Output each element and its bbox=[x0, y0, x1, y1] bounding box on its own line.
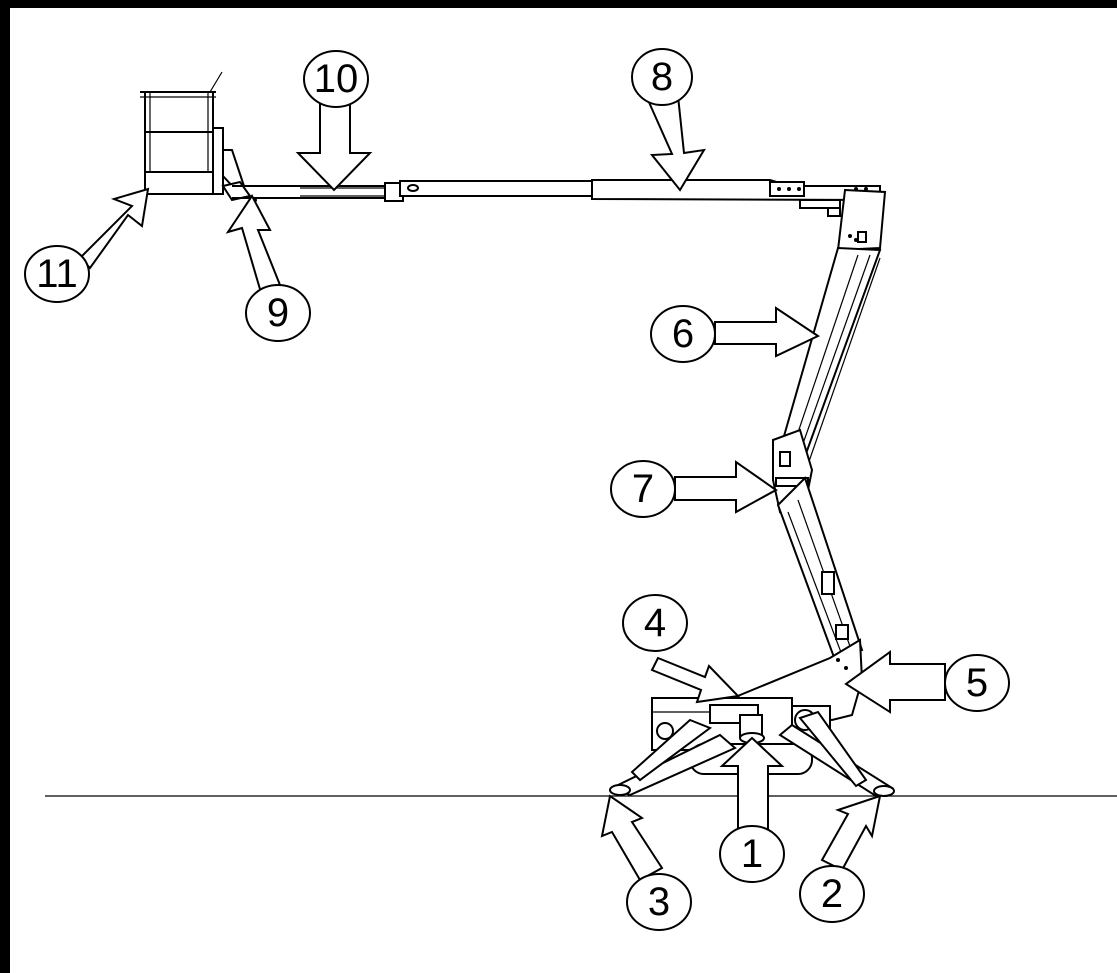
lower-arm bbox=[776, 476, 864, 662]
callout-7: 7 bbox=[610, 460, 676, 518]
callout-9: 9 bbox=[245, 284, 311, 342]
arrow-4 bbox=[650, 656, 741, 704]
outrigger-front-right bbox=[778, 710, 895, 798]
arrow-1 bbox=[719, 736, 785, 831]
callout-6: 6 bbox=[650, 305, 716, 363]
arrow-2 bbox=[820, 794, 882, 872]
arrow-6 bbox=[714, 306, 821, 358]
arrow-8 bbox=[646, 94, 706, 192]
callout-11: 11 bbox=[24, 245, 90, 303]
callout-5: 5 bbox=[944, 654, 1010, 712]
svg-text:6: 6 bbox=[672, 312, 694, 356]
svg-text:7: 7 bbox=[632, 467, 654, 511]
arrow-5 bbox=[844, 650, 946, 714]
upper-boom bbox=[399, 179, 881, 217]
svg-text:10: 10 bbox=[314, 57, 359, 101]
arrow-11 bbox=[78, 187, 150, 270]
arrow-9 bbox=[225, 194, 284, 298]
arrow-10 bbox=[295, 99, 373, 192]
svg-text:1: 1 bbox=[741, 832, 763, 876]
lift-machine bbox=[140, 71, 895, 798]
svg-text:2: 2 bbox=[821, 872, 843, 916]
arrow-7 bbox=[674, 460, 778, 514]
callout-2: 2 bbox=[799, 865, 865, 923]
callout-1: 1 bbox=[719, 825, 785, 883]
svg-text:3: 3 bbox=[648, 880, 670, 924]
callout-3: 3 bbox=[626, 873, 692, 931]
callout-10: 10 bbox=[303, 50, 369, 108]
callout-8: 8 bbox=[631, 48, 693, 106]
platform-basket bbox=[140, 71, 224, 195]
callout-circles: 10 8 11 9 6 7 4 5 bbox=[24, 48, 1010, 931]
arrow-3 bbox=[600, 794, 664, 882]
outrigger-rear-left bbox=[609, 718, 737, 797]
svg-text:8: 8 bbox=[651, 55, 673, 99]
callout-arrows bbox=[78, 94, 946, 882]
callout-4: 4 bbox=[622, 594, 688, 652]
jib-rotator bbox=[221, 149, 404, 203]
svg-text:9: 9 bbox=[267, 291, 289, 335]
svg-text:11: 11 bbox=[36, 252, 78, 296]
svg-text:5: 5 bbox=[966, 661, 988, 705]
svg-text:4: 4 bbox=[644, 601, 666, 645]
upper-arm-head bbox=[836, 188, 887, 252]
